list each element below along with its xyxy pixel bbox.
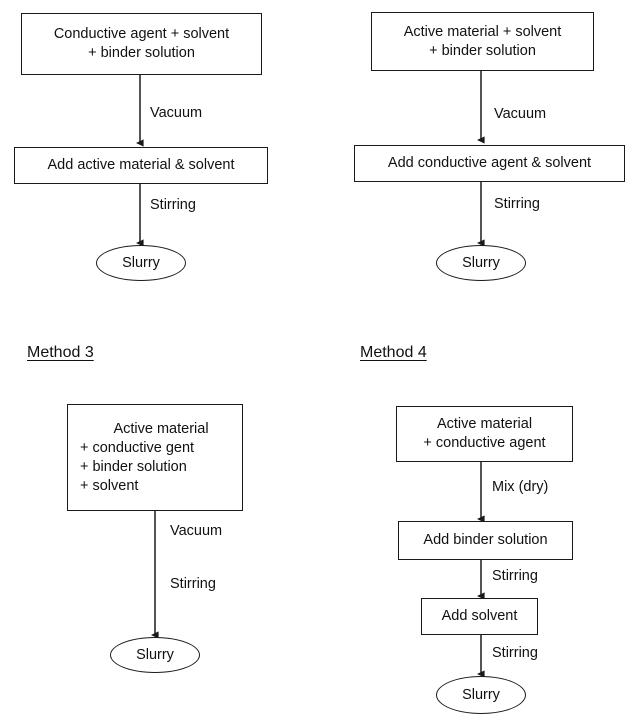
node-text-line: Slurry — [136, 647, 174, 663]
node-text-line: Conductive agent + solvent — [53, 26, 230, 42]
node-m4-step2[interactable]: Add solvent — [421, 598, 538, 635]
node-text-line: + binder solution — [429, 42, 536, 59]
edge-label-m2-vacuum: Vacuum — [494, 106, 547, 122]
node-text-line: Active material + solvent — [403, 23, 562, 40]
node-text-line: Slurry — [462, 687, 500, 703]
node-m4-end[interactable]: Slurry — [436, 676, 526, 714]
edge-label-m4-stirring-1: Stirring — [492, 568, 538, 584]
node-text-line: Active material — [436, 416, 533, 432]
node-text-line: Add conductive agent & solvent — [387, 155, 592, 171]
node-text-line: + conductive gent — [80, 439, 195, 456]
node-text-line: + conductive agent — [423, 435, 546, 451]
edge-label-m3-stirring: Stirring — [170, 576, 216, 592]
edge-label-m1-stirring: Stirring — [150, 197, 196, 213]
edge-label-m4-mix-dry: Mix (dry) — [492, 479, 549, 495]
edge-label-m2-stirring: Stirring — [494, 196, 540, 212]
node-m2-start[interactable]: Active material + solvent + binder solut… — [371, 12, 594, 71]
node-text-line: + solvent — [80, 477, 139, 494]
node-m2-end[interactable]: Slurry — [436, 245, 526, 281]
edge-label-m4-stirring-2: Stirring — [492, 645, 538, 661]
node-m3-end[interactable]: Slurry — [110, 637, 200, 673]
node-m4-start[interactable]: Active material + conductive agent — [396, 406, 573, 462]
node-m4-step1[interactable]: Add binder solution — [398, 521, 573, 560]
node-text-line: Slurry — [462, 255, 500, 271]
node-m1-step[interactable]: Add active material & solvent — [14, 147, 268, 184]
heading-method-3: Method 3 — [27, 344, 94, 361]
node-text-line: Add binder solution — [423, 532, 548, 548]
node-text-line: Active material — [113, 420, 209, 437]
node-text-line: + binder solution — [80, 458, 187, 475]
node-text-line: + binder solution — [88, 45, 195, 61]
edge-label-m3-vacuum: Vacuum — [170, 523, 223, 539]
node-text-line: Add active material & solvent — [47, 157, 235, 173]
node-m1-start[interactable]: Conductive agent + solvent + binder solu… — [21, 13, 262, 75]
heading-method-4: Method 4 — [360, 344, 427, 361]
edge-label-m1-vacuum: Vacuum — [150, 105, 203, 121]
node-m3-start[interactable]: Active material + conductive gent + bind… — [67, 404, 243, 511]
node-m1-end[interactable]: Slurry — [96, 245, 186, 281]
node-text-line: Add solvent — [441, 608, 518, 624]
node-text-line: Slurry — [122, 255, 160, 271]
node-m2-step[interactable]: Add conductive agent & solvent — [354, 145, 625, 182]
